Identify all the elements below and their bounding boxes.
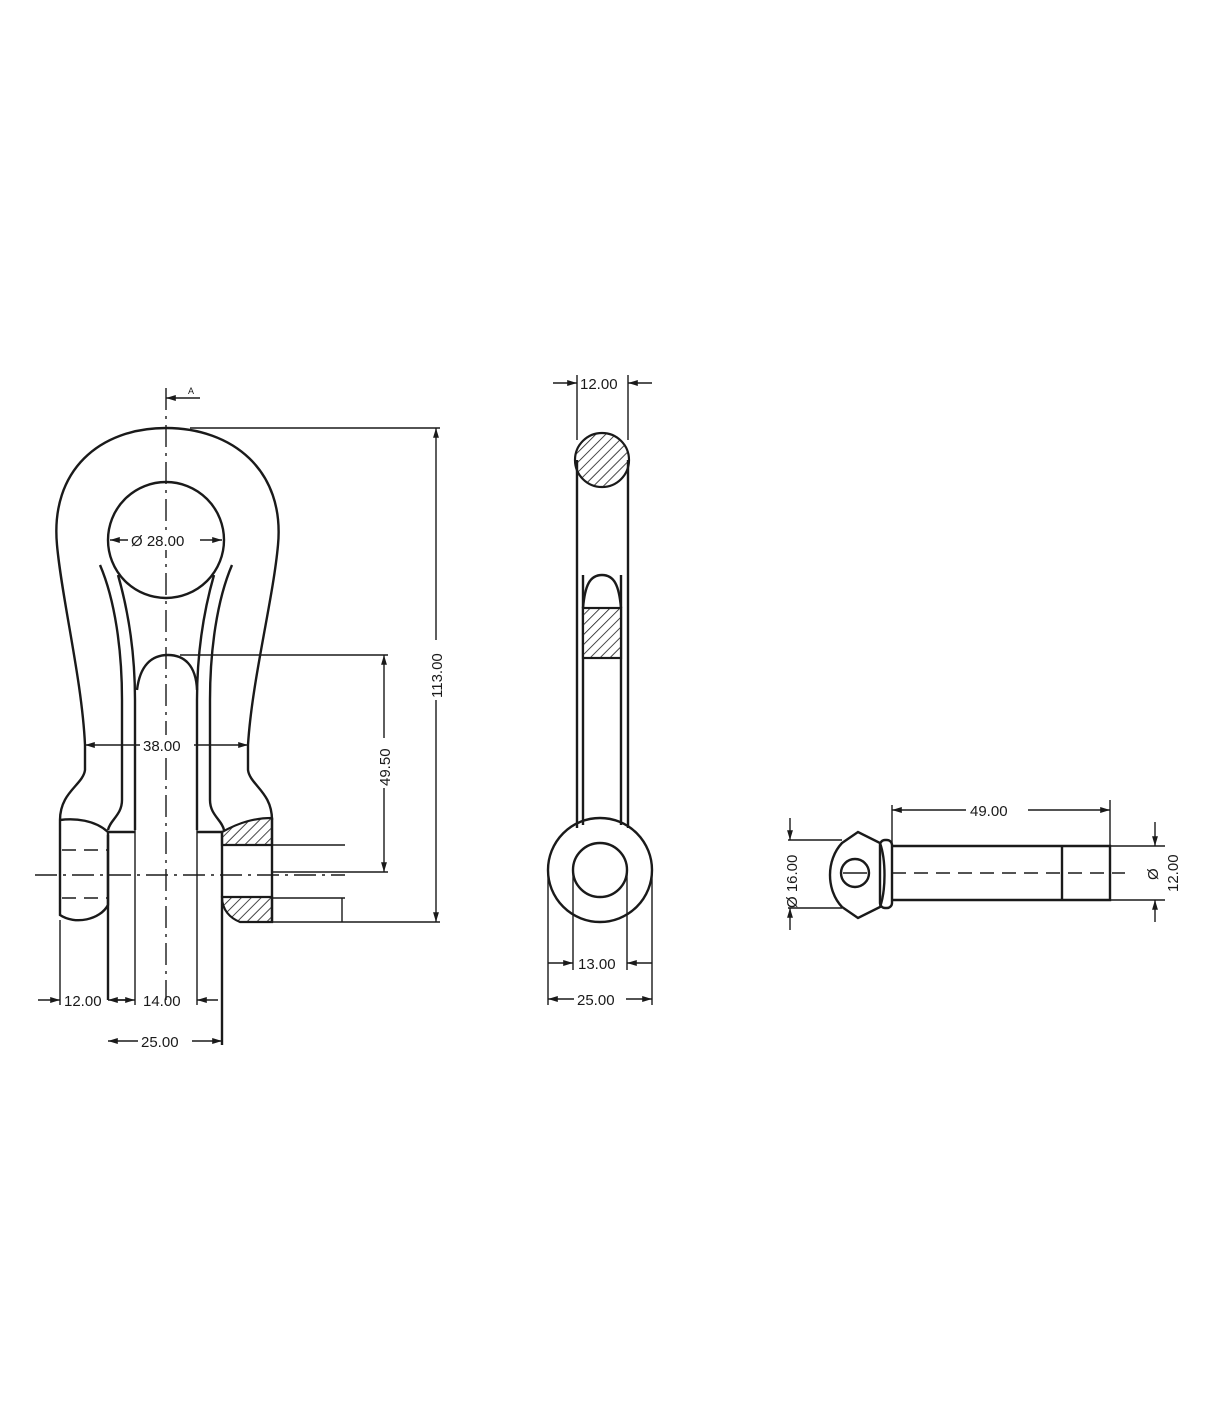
pin-head: [828, 830, 886, 920]
dim-gap-width: 14.00: [143, 993, 181, 1010]
eye-hole: [571, 841, 629, 899]
left-lug: [58, 818, 110, 922]
top-section-circle: [573, 431, 631, 489]
shackle-outer-outline: [55, 426, 280, 821]
pin-view: 49.00 Ø 16.00 Ø 12.00: [784, 800, 1182, 930]
mid-section-hatch: [581, 606, 623, 660]
dim-pin-length: 49.00: [970, 803, 1008, 820]
dim-top-thickness: 12.00: [580, 376, 618, 393]
dim-eye-width: 25.00: [577, 992, 615, 1009]
front-view: A Ø 28.00 113.00 49.50 38.00 12.00 14.00: [35, 386, 446, 1051]
pin-head-hole: [839, 857, 871, 889]
section-marker-label: A: [188, 386, 194, 396]
dim-hole-diameter: Ø 28.00: [131, 533, 184, 550]
side-view: 12.00 13.00 25.00: [546, 375, 654, 1009]
dim-overall-height: 113.00: [429, 653, 446, 698]
side-body: [575, 460, 630, 828]
hatched-section-top: [220, 816, 274, 847]
dim-eye-hole: 13.00: [578, 956, 616, 973]
hatched-section-bottom: [220, 895, 274, 924]
eye-outer: [546, 816, 654, 924]
dim-head-diameter: Ø 16.00: [784, 855, 801, 908]
dim-inner-height: 49.50: [377, 748, 394, 786]
inner-edge-secondary: [116, 574, 216, 830]
inner-edge-right: [208, 564, 234, 831]
inner-edge-left: [98, 564, 124, 831]
tongue-top: [135, 653, 199, 691]
dim-lug-width: 12.00: [64, 993, 102, 1010]
dim-pin-diameter: 12.00: [1165, 854, 1182, 892]
dim-body-width: 38.00: [143, 738, 181, 755]
pin-collar: [878, 838, 894, 910]
dim-pin-diameter-symbol: Ø: [1145, 868, 1162, 880]
dim-pin-span: 25.00: [141, 1034, 179, 1051]
pin-body: [892, 844, 1112, 902]
